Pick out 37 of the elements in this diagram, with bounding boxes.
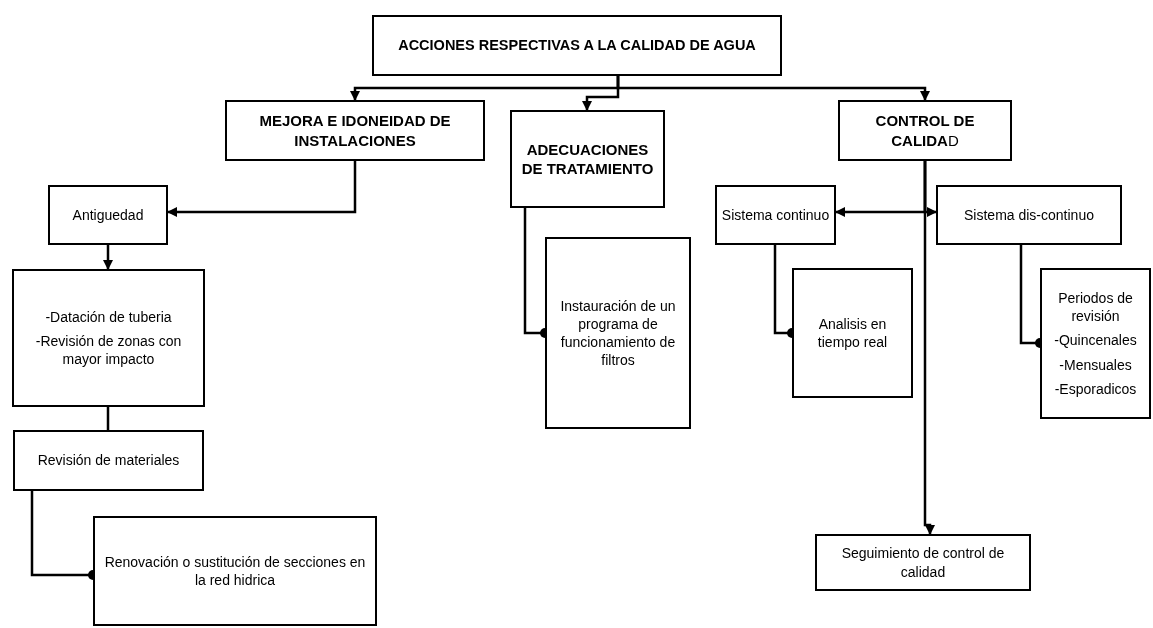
box-text: -Quincenales: [1054, 331, 1137, 350]
box-text: -Datación de tuberia: [45, 307, 172, 326]
process-box: [372, 15, 782, 76]
process-box: [815, 534, 1031, 591]
arrow: [167, 161, 357, 217]
process-box: [225, 100, 485, 161]
arrow: [923, 161, 935, 535]
box-text: -Mensuales: [1059, 355, 1132, 374]
arrow: [616, 76, 930, 101]
box-text: -Revisión de zonas con mayor impacto: [34, 331, 183, 369]
process-box: [48, 185, 168, 245]
box-text: ACCIONES RESPECTIVAS A LA CALIDAD DE AGUA: [398, 36, 756, 55]
box-text: Revisión de materiales: [37, 451, 180, 470]
process-box: [1040, 268, 1151, 419]
box-text: CONTROL DE CALIDAD: [874, 111, 976, 150]
arrow: [103, 245, 113, 270]
box-text: Seguimiento de control de calidad: [840, 544, 1006, 581]
box-text: Sistema continuo: [721, 205, 830, 225]
process-box: [545, 237, 691, 429]
process-box: [12, 269, 205, 407]
process-box: [936, 185, 1122, 245]
box-text: Instauración de un programa de funcionamiento de filtros: [559, 296, 677, 370]
box-text: Antiguedad: [72, 205, 144, 225]
process-box: [93, 516, 377, 626]
box-text: Analisis en tiempo real: [816, 314, 889, 352]
process-box: [510, 110, 665, 208]
process-box: [715, 185, 836, 245]
box-text: -Esporadicos: [1054, 379, 1137, 398]
box-text: ADECUACIONES DE TRATAMIENTO: [520, 139, 655, 179]
process-box: [838, 100, 1012, 161]
box-text: MEJORA E IDONEIDAD DE INSTALACIONES: [258, 111, 452, 150]
process-box: [792, 268, 913, 398]
process-box: [13, 430, 204, 491]
box-text: Periodos de revisión: [1057, 289, 1134, 326]
box-text: Renovación o sustitución de secciones en la red hidrica: [103, 552, 367, 590]
connector-line: [106, 407, 110, 430]
box-text: Sistema dis-continuo: [964, 205, 1094, 225]
